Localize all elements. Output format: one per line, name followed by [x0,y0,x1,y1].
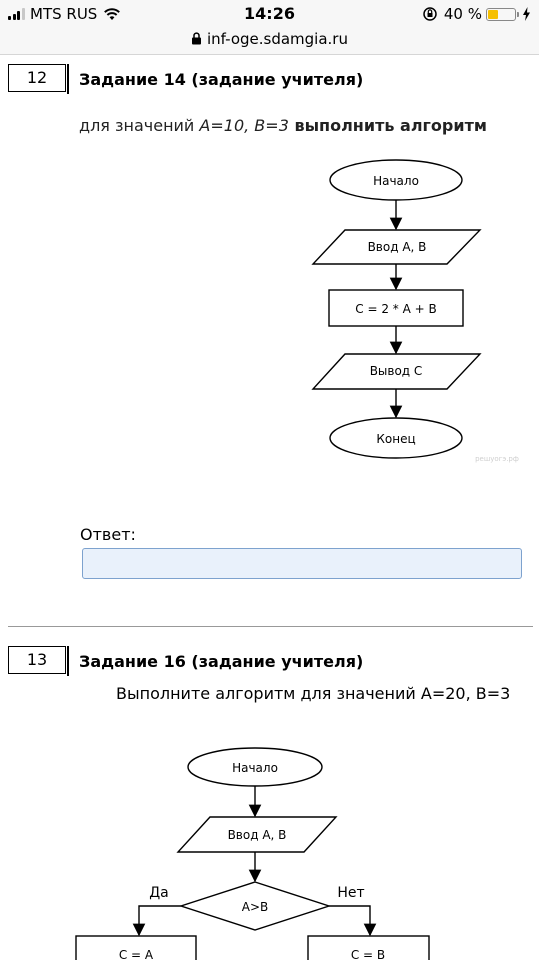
answer-input[interactable] [82,548,522,579]
carrier-name: MTS RUS [30,5,98,23]
flow-no-box [307,935,430,960]
charging-icon [523,7,530,21]
task-prompt: Выполните алгоритм для значений А=20, В=… [116,684,511,703]
flow-end [329,417,463,459]
task-divider [67,64,69,94]
flow-input [176,816,338,853]
status-bar: MTS RUS 14:26 40 % [0,0,539,28]
flow-input-label: Ввод А, В [228,828,287,842]
flow-start-label: Начало [232,761,278,775]
flow-arrow [132,905,181,937]
flow-condition-label: A>B [242,900,269,914]
task-divider [67,646,69,676]
section-divider [8,626,533,627]
flowchart-task-13: Начало Ввод А, В A>B Да Нет C = A C = B [75,747,430,960]
task-number-box: 12 [8,64,66,92]
status-time: 14:26 [244,4,295,23]
task-title: Задание 14 (задание учителя) [79,70,364,89]
flowchart-task-12: Начало Ввод А, В C = 2 * A + B Вывод С К… [311,159,519,463]
url-bar[interactable]: inf-oge.sdamgia.ru [0,28,539,55]
prompt-after: выполнить алгоритм [288,116,487,135]
orientation-lock-icon [423,7,437,21]
watermark: решуогэ.рф [475,455,519,463]
prompt-vars: A=10, B=3 [199,116,289,135]
flow-process [328,289,464,327]
flow-yes-box [75,935,197,960]
battery-icon [486,7,516,21]
flow-start-label: Начало [373,174,419,188]
prompt-before: для значений [79,116,200,135]
flow-yes-label: Да [149,885,169,901]
flow-yes-box-label: C = A [119,948,154,960]
answer-label: Ответ: [80,525,136,544]
wifi-icon [104,8,121,20]
task-title: Задание 16 (задание учителя) [79,652,364,671]
flow-input-label: Ввод А, В [368,240,427,254]
flow-no-label: Нет [337,885,364,901]
url-text: inf-oge.sdamgia.ru [207,30,348,48]
flow-no-box-label: C = B [351,948,385,960]
status-left: MTS RUS [8,5,121,23]
battery-tip [517,11,519,17]
flow-process-label: C = 2 * A + B [355,302,436,316]
status-right: 40 % [422,5,531,23]
flow-output [311,353,482,390]
task-prompt: для значений A=10, B=3 выполнить алгорит… [79,116,487,135]
flow-end-label: Конец [376,432,415,446]
flow-arrow [329,905,377,937]
signal-icon [8,8,26,20]
flow-output-label: Вывод С [370,364,423,378]
flow-condition [178,881,332,931]
battery-percent: 40 % [443,5,482,23]
flow-input [311,229,482,265]
task-number-box: 13 [8,646,66,674]
lock-icon [192,32,201,45]
